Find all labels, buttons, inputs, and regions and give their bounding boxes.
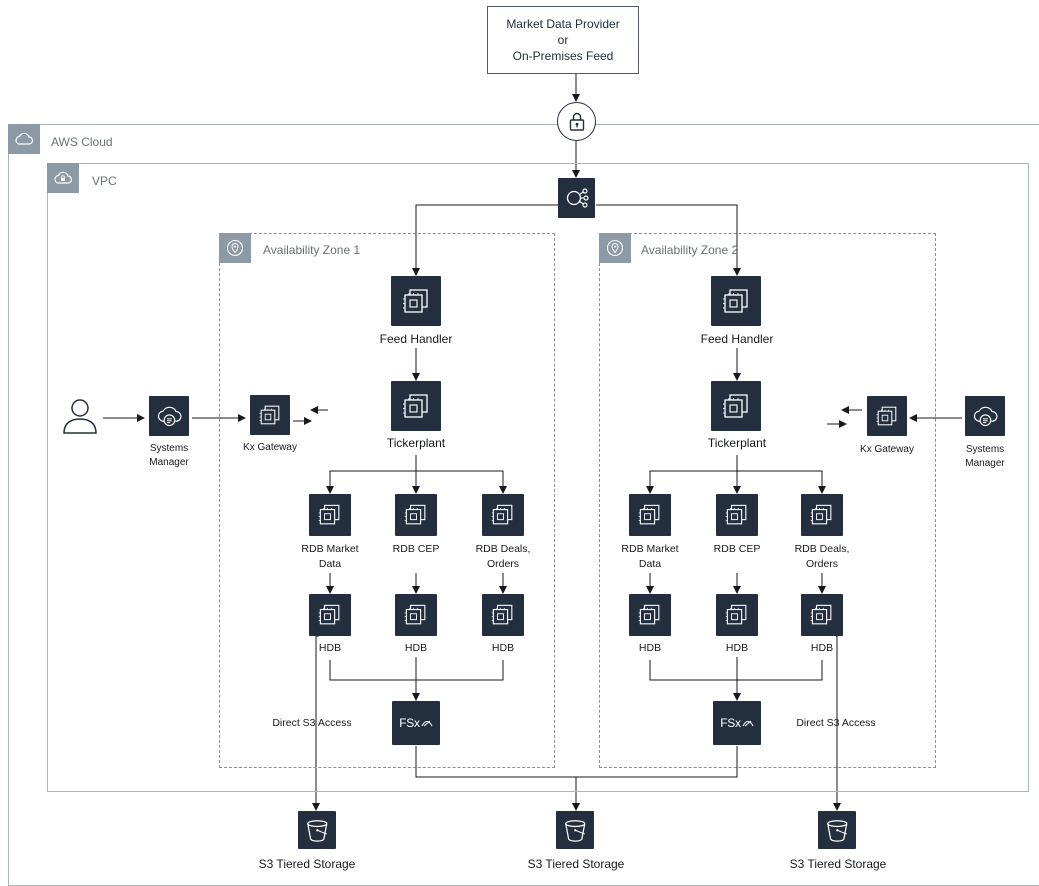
az2-tickerplant-label: Tickerplant xyxy=(707,436,767,450)
provider-line-1: Market Data Provider xyxy=(506,17,620,31)
az2-feed-handler-label: Feed Handler xyxy=(700,332,774,346)
ec2-instance-icon xyxy=(629,594,671,636)
s3-bucket-icon xyxy=(556,811,594,849)
ec2-instance-icon xyxy=(482,594,524,636)
az1-hdb-label-3: HDB xyxy=(491,642,515,654)
fsx-text: FSx xyxy=(720,716,741,730)
az1-rdb-cep-label: RDB CEP xyxy=(392,543,440,555)
provider-line-3: On-Premises Feed xyxy=(512,49,614,63)
systems-manager-right-line2: Manager xyxy=(965,458,1005,469)
az2-rdb-deals-line2: Orders xyxy=(805,558,839,570)
az2-rdb-cep-label: RDB CEP xyxy=(713,543,761,555)
ec2-instance-icon xyxy=(309,494,351,536)
ec2-instance-icon xyxy=(867,396,907,436)
systems-manager-icon xyxy=(965,396,1005,436)
vpc-cloud-lock-icon xyxy=(47,163,79,193)
lock-icon xyxy=(557,102,596,141)
ec2-instance-icon xyxy=(711,276,761,326)
az1-rdb-market-line1: RDB Market xyxy=(301,543,359,555)
availability-zone-1: Availability Zone 1 xyxy=(219,233,555,768)
ec2-instance-icon xyxy=(629,494,671,536)
ec2-instance-icon xyxy=(309,594,351,636)
systems-manager-right-line1: Systems xyxy=(965,444,1005,455)
aws-cloud-label: AWS Cloud xyxy=(51,135,113,149)
az1-hdb-label-1: HDB xyxy=(318,642,342,654)
ec2-instance-icon xyxy=(801,594,843,636)
ec2-instance-icon xyxy=(395,494,437,536)
az2-direct-s3-label: Direct S3 Access xyxy=(796,717,876,729)
az2-rdb-deals-line1: RDB Deals, xyxy=(794,543,850,555)
az1-label: Availability Zone 1 xyxy=(263,243,361,257)
ec2-instance-icon xyxy=(716,594,758,636)
market-data-provider-box: Market Data Provider or On-Premises Feed xyxy=(487,6,639,74)
user-icon xyxy=(61,397,99,435)
az1-kx-gateway-label: Kx Gateway xyxy=(243,442,297,453)
vpc-label: VPC xyxy=(92,174,117,188)
az2-label: Availability Zone 2 xyxy=(641,243,739,257)
ec2-instance-icon xyxy=(801,494,843,536)
location-pin-icon xyxy=(219,233,251,263)
az1-rdb-deals-line1: RDB Deals, xyxy=(475,543,531,555)
az2-rdb-market-line1: RDB Market xyxy=(621,543,679,555)
fsx-text: FSx xyxy=(399,716,420,730)
az1-rdb-market-line2: Data xyxy=(318,558,342,570)
s3-storage-label-2: S3 Tiered Storage xyxy=(527,857,625,871)
az2-hdb-label-3: HDB xyxy=(810,642,834,654)
ec2-instance-icon xyxy=(391,276,441,326)
az2-hdb-label-2: HDB xyxy=(725,642,749,654)
s3-bucket-icon xyxy=(298,811,336,849)
ec2-instance-icon xyxy=(391,381,441,431)
ec2-instance-icon xyxy=(711,381,761,431)
az1-feed-handler-label: Feed Handler xyxy=(379,332,453,346)
s3-storage-label-3: S3 Tiered Storage xyxy=(789,857,887,871)
availability-zone-2: Availability Zone 2 xyxy=(599,233,936,768)
az1-direct-s3-label: Direct S3 Access xyxy=(272,717,352,729)
az1-rdb-deals-line2: Orders xyxy=(486,558,520,570)
az2-rdb-market-line2: Data xyxy=(638,558,662,570)
systems-manager-icon xyxy=(149,396,189,436)
ec2-instance-icon xyxy=(250,395,290,435)
s3-bucket-icon xyxy=(818,811,856,849)
provider-line-2: or xyxy=(557,33,569,47)
az2-kx-gateway-label: Kx Gateway xyxy=(860,444,914,455)
vpc-group: VPC xyxy=(47,163,1029,792)
fsx-icon: FSx xyxy=(713,701,761,745)
az2-hdb-label-1: HDB xyxy=(638,642,662,654)
fsx-icon: FSx xyxy=(392,701,440,745)
systems-manager-left-line1: Systems xyxy=(149,443,189,454)
ec2-instance-icon xyxy=(482,494,524,536)
systems-manager-left-line2: Manager xyxy=(149,457,189,468)
load-balancer-icon xyxy=(558,178,595,218)
az1-hdb-label-2: HDB xyxy=(404,642,428,654)
s3-storage-label-1: S3 Tiered Storage xyxy=(258,857,356,871)
cloud-icon xyxy=(8,124,40,154)
location-pin-icon xyxy=(599,233,631,263)
ec2-instance-icon xyxy=(716,494,758,536)
az1-tickerplant-label: Tickerplant xyxy=(386,436,446,450)
ec2-instance-icon xyxy=(395,594,437,636)
